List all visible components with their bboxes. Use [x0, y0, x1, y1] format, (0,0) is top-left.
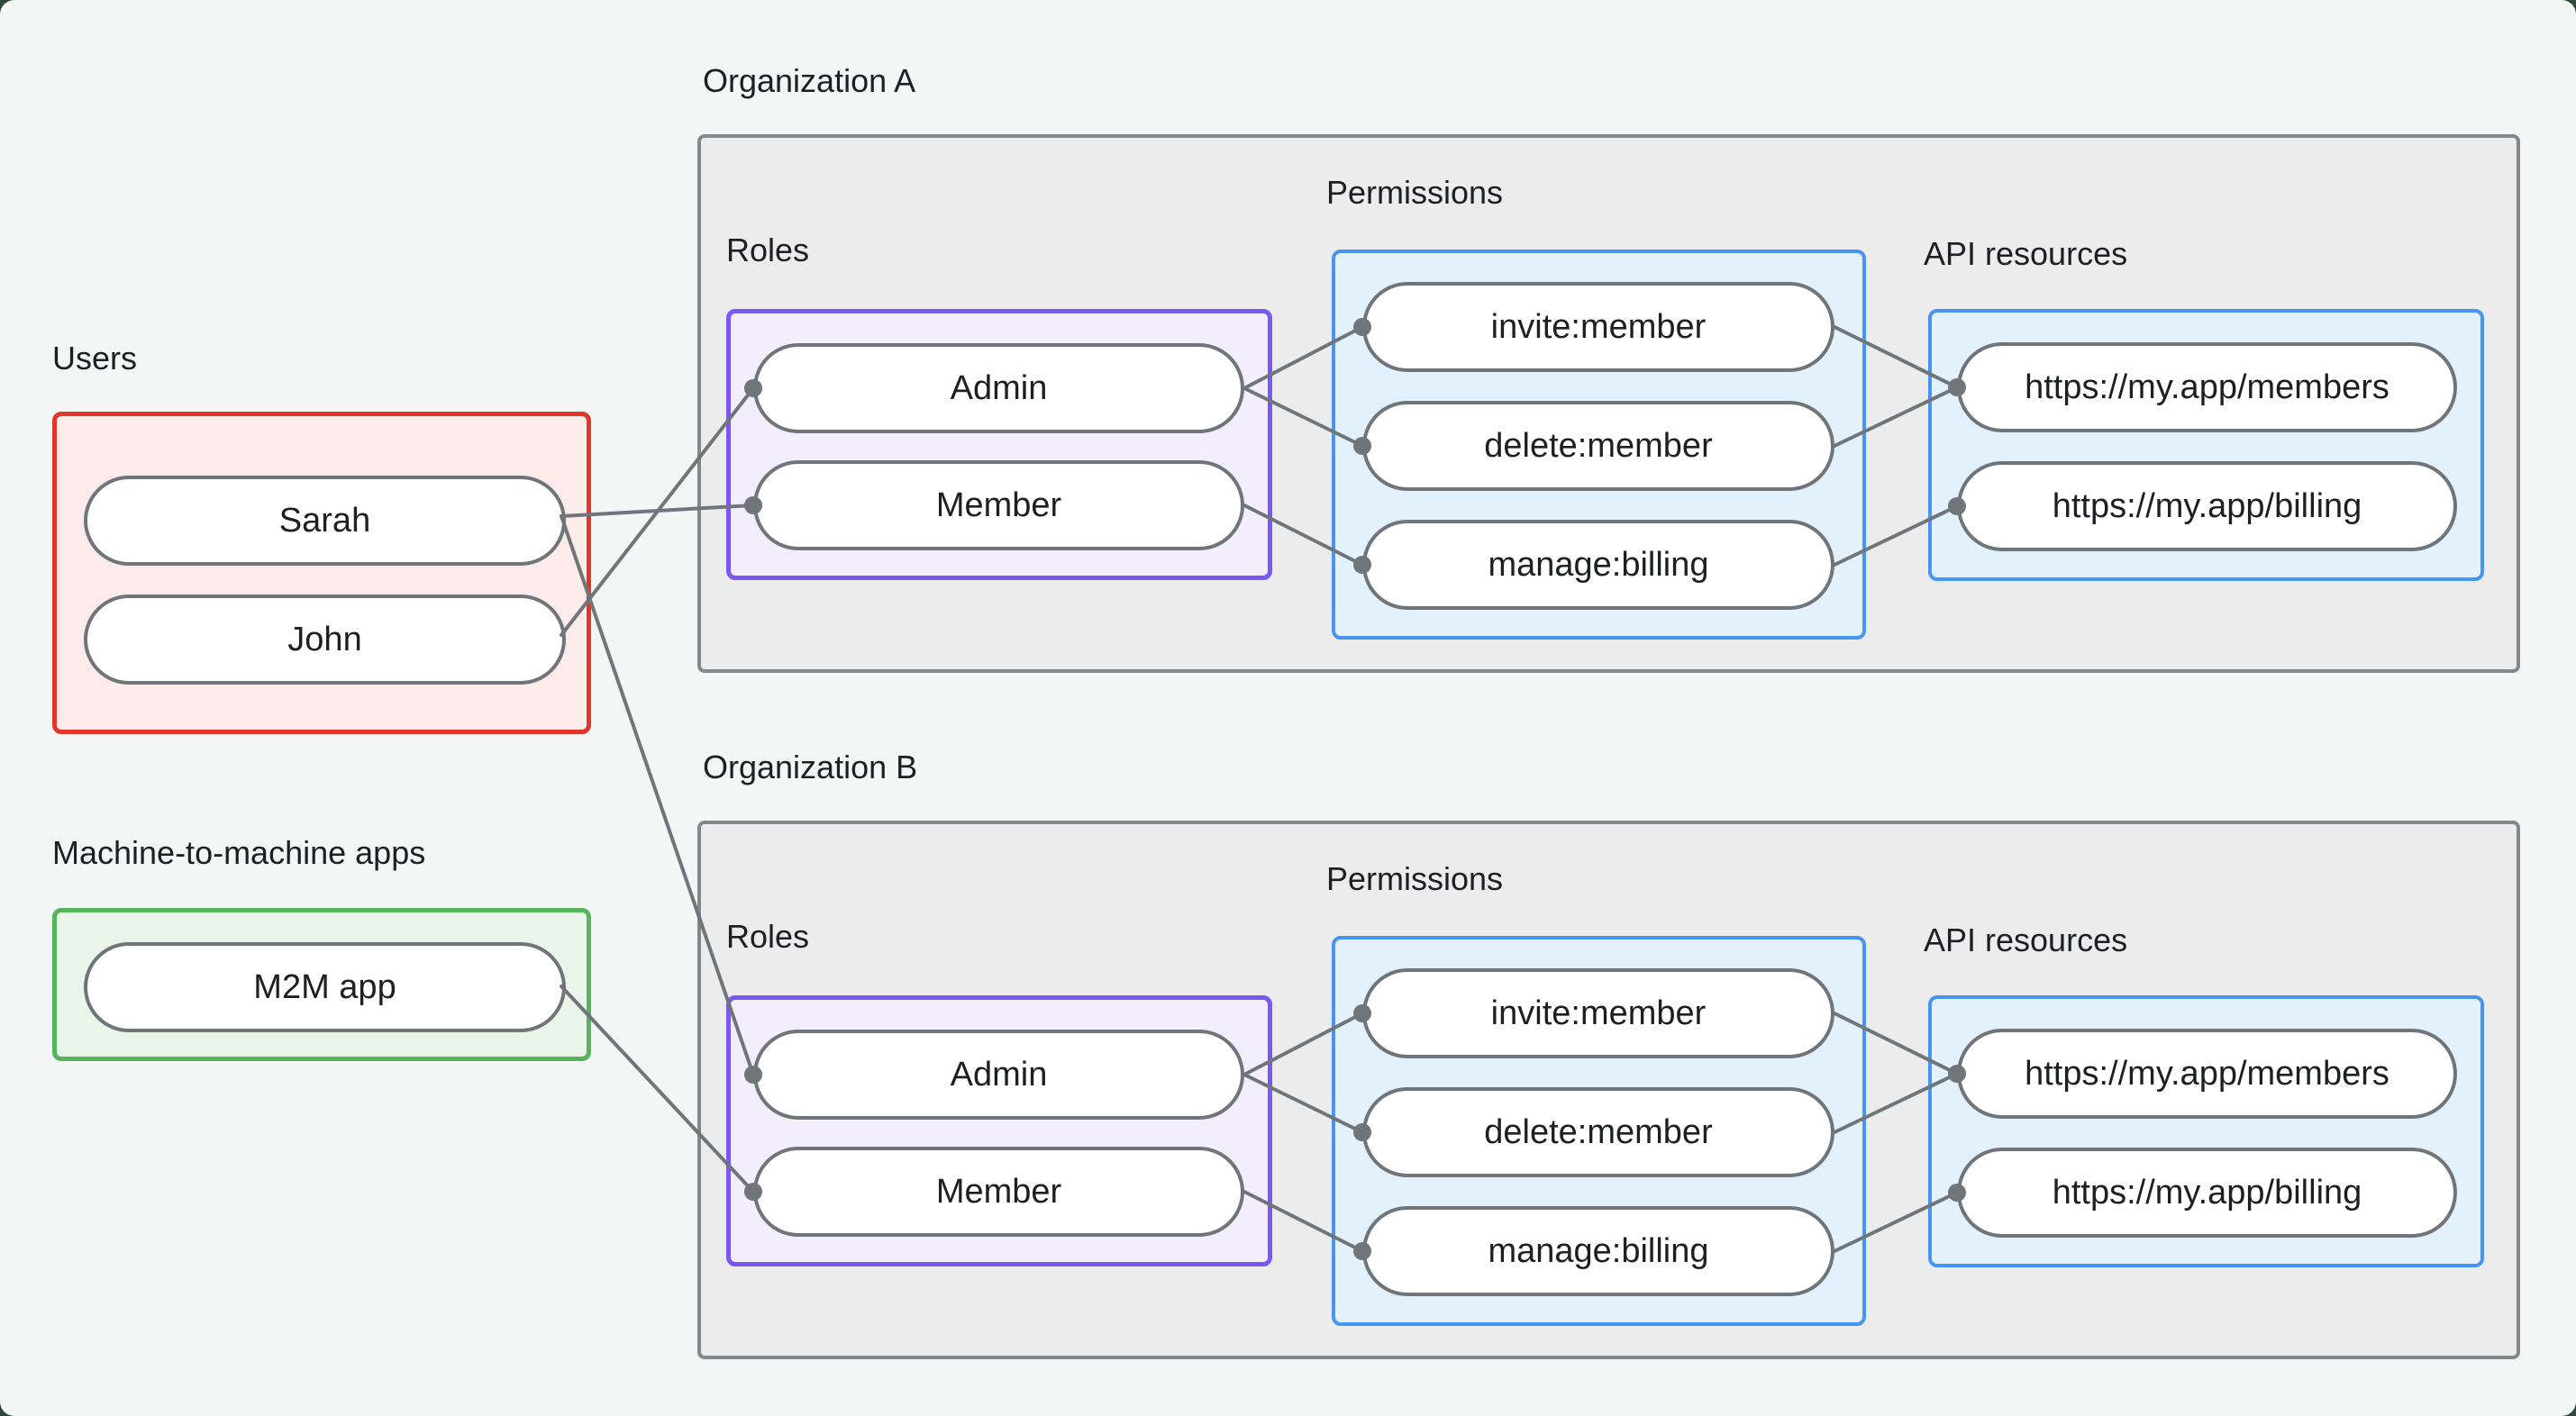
user-node-sarah: Sarah: [84, 476, 566, 566]
org-a-permission-delete-member-label: delete:member: [1484, 426, 1713, 465]
organization-a-title: Organization A: [703, 62, 916, 99]
org-a-api-resources-label: API resources: [1924, 235, 2128, 272]
org-b-permission-manage-billing: manage:billing: [1362, 1206, 1834, 1296]
org-b-role-member: Member: [753, 1147, 1244, 1237]
m2m-group-label: Machine-to-machine apps: [52, 834, 426, 871]
organization-b-title: Organization B: [703, 749, 918, 785]
org-a-permission-delete-member: delete:member: [1362, 401, 1834, 491]
org-b-permission-delete-member: delete:member: [1362, 1087, 1834, 1177]
org-b-permissions-label: Permissions: [1326, 860, 1504, 897]
org-a-api-billing-label: https://my.app/billing: [2052, 486, 2362, 525]
organization-b: Organization B Roles Admin Member Permis…: [697, 749, 2520, 1359]
org-b-roles-label: Roles: [726, 918, 810, 955]
user-node-john: John: [84, 595, 566, 685]
users-group-label: Users: [52, 340, 138, 377]
org-b-permission-invite-member-label: invite:member: [1490, 994, 1707, 1032]
org-a-permission-manage-billing: manage:billing: [1362, 520, 1834, 610]
org-a-role-admin: Admin: [753, 343, 1244, 433]
m2m-app-node-label: M2M app: [253, 967, 396, 1006]
org-a-role-admin-label: Admin: [950, 368, 1048, 407]
org-a-api-members-label: https://my.app/members: [2025, 368, 2389, 406]
m2m-app-node: M2M app: [84, 942, 566, 1032]
org-b-api-members-label: https://my.app/members: [2025, 1054, 2389, 1093]
user-node-sarah-label: Sarah: [278, 501, 371, 540]
org-a-api-billing: https://my.app/billing: [1957, 461, 2457, 551]
org-b-role-admin-label: Admin: [950, 1055, 1048, 1094]
org-a-role-member-label: Member: [935, 486, 1062, 524]
org-b-permission-manage-billing-label: manage:billing: [1488, 1231, 1709, 1270]
org-b-permission-delete-member-label: delete:member: [1484, 1112, 1713, 1151]
organization-a: Organization A Roles Admin Member Permis…: [697, 63, 2520, 673]
org-a-role-member: Member: [753, 460, 1244, 550]
org-a-permission-manage-billing-label: manage:billing: [1488, 545, 1709, 584]
org-b-api-billing-label: https://my.app/billing: [2052, 1173, 2362, 1212]
org-b-permission-invite-member: invite:member: [1362, 968, 1834, 1058]
org-a-permissions-label: Permissions: [1326, 174, 1504, 211]
user-node-john-label: John: [287, 620, 362, 658]
org-a-permission-invite-member-label: invite:member: [1490, 307, 1707, 346]
org-b-role-admin: Admin: [753, 1030, 1244, 1120]
org-b-api-resources-label: API resources: [1924, 921, 2128, 958]
org-a-roles-label: Roles: [726, 231, 810, 268]
org-b-api-members: https://my.app/members: [1957, 1029, 2457, 1119]
org-b-role-member-label: Member: [935, 1172, 1062, 1211]
m2m-group-box: M2M app: [52, 908, 591, 1061]
org-b-api-billing: https://my.app/billing: [1957, 1148, 2457, 1238]
org-a-permission-invite-member: invite:member: [1362, 282, 1834, 372]
org-a-api-members: https://my.app/members: [1957, 342, 2457, 432]
users-group-box: Sarah John: [52, 412, 591, 734]
